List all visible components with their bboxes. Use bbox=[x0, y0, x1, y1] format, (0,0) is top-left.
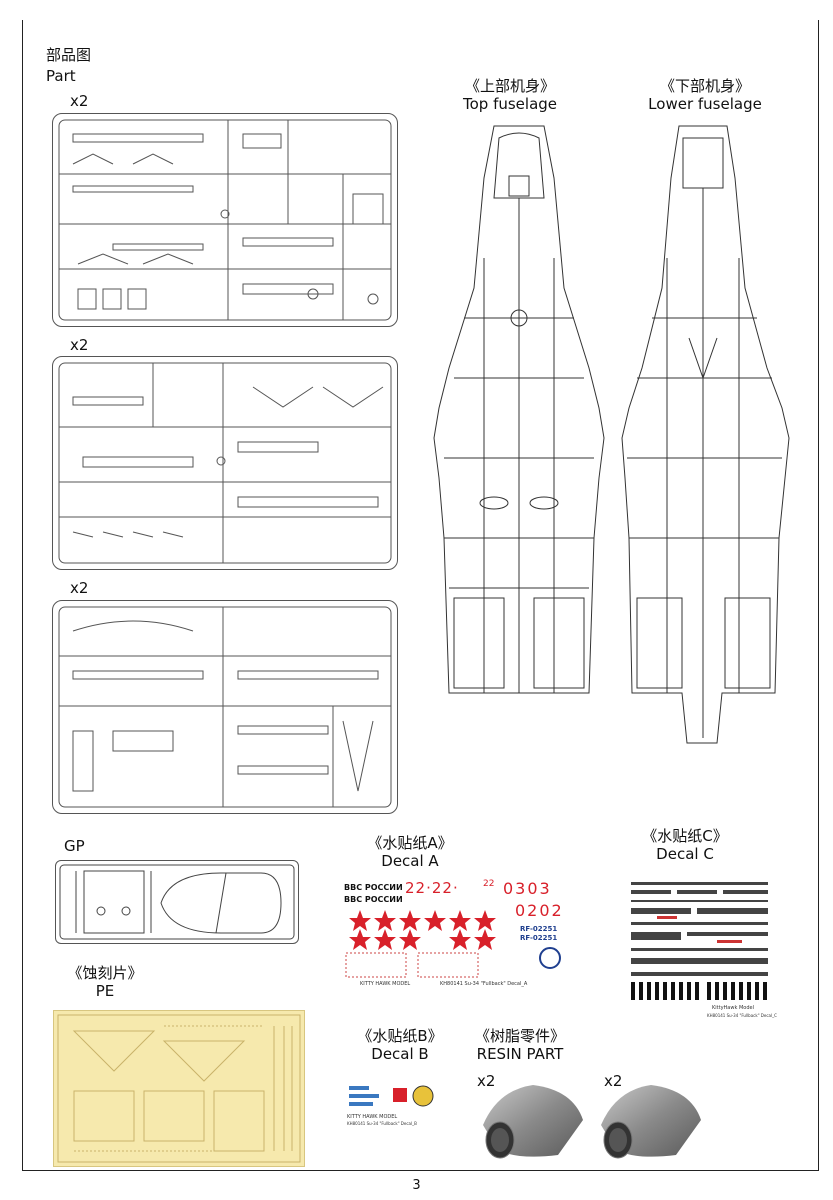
top-fuselage-svg bbox=[433, 125, 605, 694]
decal-a-footer-2: KH80141 Su-34 "Fullback" Decal_A bbox=[440, 981, 528, 987]
gp-label: GP bbox=[64, 837, 85, 855]
decal-c-label-en: Decal C bbox=[656, 845, 714, 863]
top-fuselage-cn: 《上部机身》 bbox=[464, 77, 555, 95]
decal-a-label-cn: 《水贴纸A》 bbox=[367, 834, 453, 852]
resin-qty-1: x2 bbox=[477, 1072, 496, 1090]
decal-b-marks bbox=[349, 1085, 434, 1107]
pe-label-cn: 《蚀刻片》 bbox=[67, 964, 143, 982]
sprue-2-drawing bbox=[58, 362, 392, 564]
decal-a-numbers-3: 0303 bbox=[503, 879, 552, 898]
top-fuselage-en: Top fuselage bbox=[462, 95, 558, 113]
decal-c-footer-2: KH80141 Su-34 "Fullback" Decal_C bbox=[707, 1013, 777, 1018]
page-frame bbox=[22, 20, 819, 1171]
decal-a-footer-1: KITTY HAWK MODEL bbox=[360, 981, 411, 987]
pe-fret bbox=[53, 1010, 305, 1167]
sprue-1-drawing bbox=[58, 119, 392, 321]
decal-a-sheet: ВВС РОССИИ ВВС РОССИИ 22·22· 22 0303 020… bbox=[340, 875, 580, 995]
decal-a-text-2: ВВС РОССИИ bbox=[344, 895, 403, 904]
decal-a-numbers-2: 22 bbox=[483, 879, 495, 889]
gp-drawing bbox=[59, 864, 295, 940]
decal-b-sheet: KITTY HAWK MODEL KH80141 Su-34 "Fullback… bbox=[345, 1080, 440, 1130]
resin-qty-2: x2 bbox=[604, 1072, 623, 1090]
sprue-3 bbox=[52, 600, 398, 814]
lower-fuselage-svg bbox=[621, 125, 790, 744]
page-number: 3 bbox=[412, 1178, 421, 1193]
resin-nozzle-2 bbox=[596, 1080, 706, 1165]
parts-title-en: Part bbox=[46, 67, 76, 85]
decal-a-text-1: ВВС РОССИИ bbox=[344, 883, 403, 892]
decal-c-sheet: KittyHawk Model KH80141 Su-34 "Fullback"… bbox=[627, 878, 777, 1026]
parts-title-cn: 部品图 bbox=[46, 46, 92, 64]
resin-label-en: RESIN PART bbox=[476, 1045, 564, 1063]
decal-b-label-en: Decal B bbox=[371, 1045, 429, 1063]
gp-sprue bbox=[55, 860, 299, 944]
top-fuselage-drawing bbox=[424, 118, 614, 698]
decal-c-stencils bbox=[631, 882, 768, 1000]
decal-c-label-cn: 《水贴纸C》 bbox=[642, 827, 728, 845]
decal-b-label-cn: 《水贴纸B》 bbox=[357, 1027, 443, 1045]
decal-a-reg-1: RF-02251 bbox=[520, 925, 558, 933]
pe-label-en: PE bbox=[95, 982, 115, 1000]
decal-a-stars bbox=[349, 910, 496, 950]
resin-nozzle-2-svg bbox=[601, 1085, 701, 1159]
decal-a-emblem bbox=[539, 947, 561, 969]
sprue-2 bbox=[52, 356, 398, 570]
decal-b-footer-1: KITTY HAWK MODEL bbox=[347, 1114, 398, 1120]
sprue-1-qty: x2 bbox=[70, 92, 89, 110]
decal-c-footer-1: KittyHawk Model bbox=[712, 1005, 754, 1011]
sprue-1 bbox=[52, 113, 398, 327]
sprue-3-drawing bbox=[58, 606, 392, 808]
decal-a-numbers-1: 22·22· bbox=[405, 879, 459, 897]
lower-fuselage-cn: 《下部机身》 bbox=[659, 77, 750, 95]
decal-a-reg-2: RF-02251 bbox=[520, 934, 558, 942]
lower-fuselage-en: Lower fuselage bbox=[648, 95, 762, 113]
sprue-2-qty: x2 bbox=[70, 336, 89, 354]
sprue-3-qty: x2 bbox=[70, 579, 89, 597]
pe-fret-drawing bbox=[57, 1014, 301, 1163]
resin-nozzle-1-svg bbox=[483, 1085, 583, 1159]
lower-fuselage-drawing bbox=[617, 118, 797, 748]
decal-a-stencils bbox=[345, 952, 479, 978]
resin-label-cn: 《树脂零件》 bbox=[474, 1027, 565, 1045]
decal-a-label-en: Decal A bbox=[381, 852, 439, 870]
decal-a-numbers-4: 0202 bbox=[515, 901, 564, 920]
resin-nozzle-1 bbox=[478, 1080, 588, 1165]
decal-b-footer-2: KH80141 Su-34 "Fullback" Decal_B bbox=[347, 1121, 417, 1126]
